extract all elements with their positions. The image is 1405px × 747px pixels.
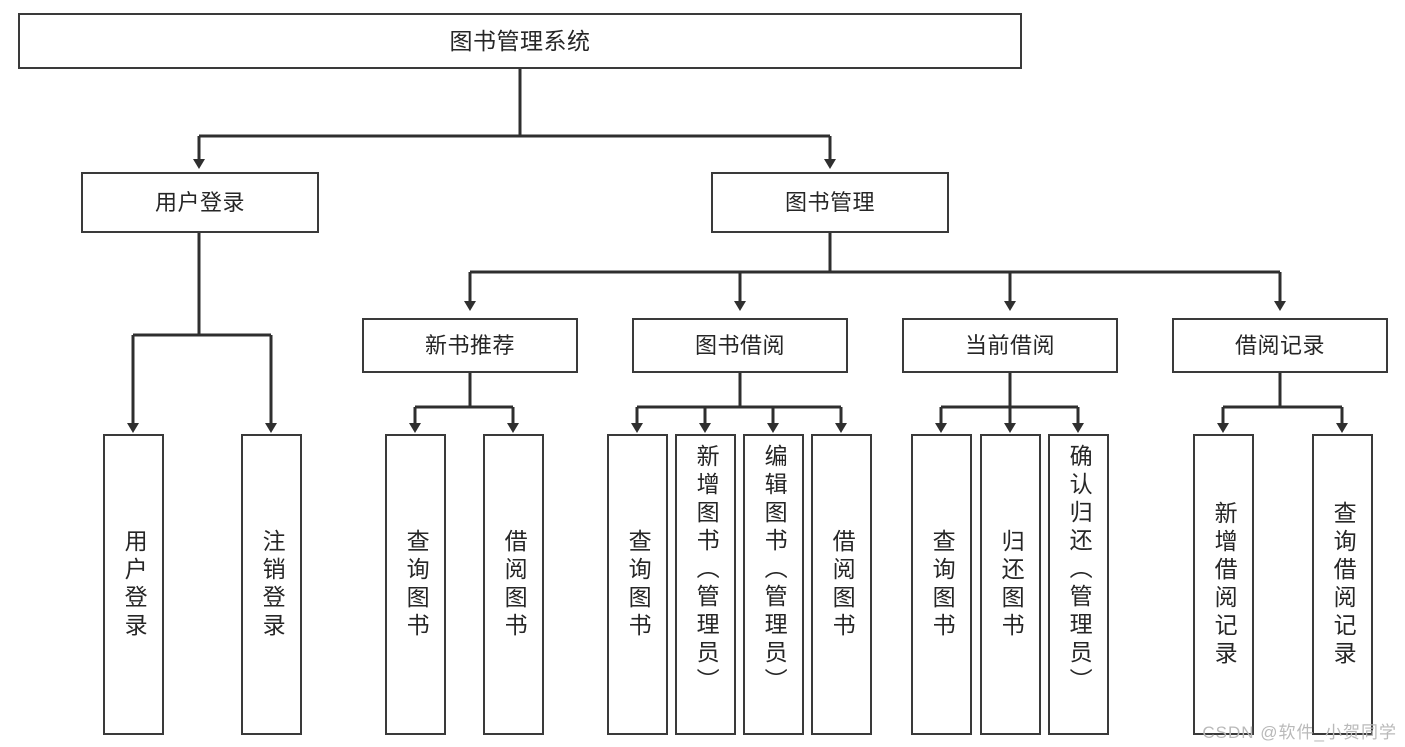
leaf-return-book[interactable]: 归还图书 [980, 434, 1041, 735]
node-user-login[interactable]: 用户登录 [81, 172, 319, 233]
leaf-query-book-3-label: 查询图书 [929, 528, 956, 641]
leaf-user-logout[interactable]: 注销登录 [241, 434, 302, 735]
node-book-borrow-label: 图书借阅 [694, 332, 785, 358]
leaf-confirm-return-label: 确认归还（管理员） [1066, 444, 1093, 696]
leaf-query-record-label: 查询借阅记录 [1330, 500, 1357, 669]
node-new-book-rec[interactable]: 新书推荐 [362, 318, 578, 373]
node-borrow-record[interactable]: 借阅记录 [1172, 318, 1388, 373]
leaf-user-login[interactable]: 用户登录 [103, 434, 164, 735]
leaf-query-book-1[interactable]: 查询图书 [385, 434, 446, 735]
node-book-borrow[interactable]: 图书借阅 [632, 318, 848, 373]
leaf-query-book-3[interactable]: 查询图书 [911, 434, 972, 735]
node-current-borrow-label: 当前借阅 [964, 332, 1055, 358]
leaf-user-logout-label: 注销登录 [259, 528, 286, 641]
node-root-label: 图书管理系统 [449, 27, 591, 54]
node-borrow-record-label: 借阅记录 [1234, 332, 1325, 358]
leaf-query-book-2[interactable]: 查询图书 [607, 434, 668, 735]
node-book-manage-label: 图书管理 [784, 189, 875, 215]
leaf-add-record[interactable]: 新增借阅记录 [1193, 434, 1254, 735]
node-book-manage[interactable]: 图书管理 [711, 172, 949, 233]
leaf-user-login-label: 用户登录 [121, 528, 148, 641]
leaf-add-book-label: 新增图书（管理员） [693, 444, 720, 696]
leaf-query-book-1-label: 查询图书 [403, 528, 430, 641]
node-user-login-label: 用户登录 [154, 189, 245, 215]
leaf-add-book[interactable]: 新增图书（管理员） [675, 434, 736, 735]
leaf-borrow-book-2[interactable]: 借阅图书 [811, 434, 872, 735]
leaf-return-book-label: 归还图书 [998, 528, 1025, 641]
leaf-edit-book-label: 编辑图书（管理员） [761, 444, 788, 696]
leaf-borrow-book-2-label: 借阅图书 [829, 528, 856, 641]
node-root[interactable]: 图书管理系统 [18, 13, 1022, 69]
leaf-edit-book[interactable]: 编辑图书（管理员） [743, 434, 804, 735]
leaf-borrow-book-1-label: 借阅图书 [501, 528, 528, 641]
leaf-query-record[interactable]: 查询借阅记录 [1312, 434, 1373, 735]
node-current-borrow[interactable]: 当前借阅 [902, 318, 1118, 373]
leaf-borrow-book-1[interactable]: 借阅图书 [483, 434, 544, 735]
leaf-add-record-label: 新增借阅记录 [1211, 500, 1238, 669]
leaf-confirm-return[interactable]: 确认归还（管理员） [1048, 434, 1109, 735]
node-new-book-rec-label: 新书推荐 [424, 332, 515, 358]
leaf-query-book-2-label: 查询图书 [625, 528, 652, 641]
